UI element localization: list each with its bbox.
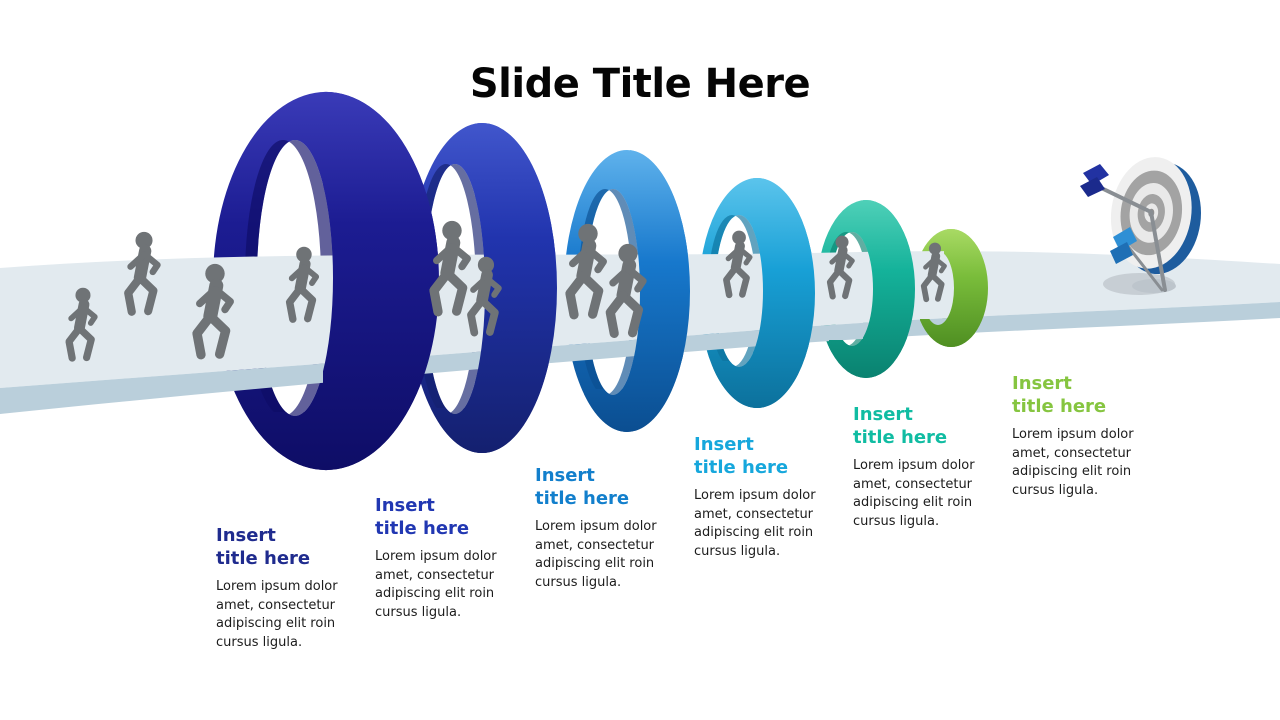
- arrow-fletching-dark: [1083, 164, 1109, 185]
- step-3-title: Insert title here: [535, 465, 630, 510]
- step-4: Insert title here Lorem ipsum dolor amet…: [694, 433, 846, 562]
- arrow-fletching-blue: [1110, 242, 1133, 264]
- step-4-title: Insert title here: [694, 434, 789, 479]
- step-6-body: Lorem ipsum dolor amet, consectetur adip…: [1012, 426, 1134, 499]
- step-4-body: Lorem ipsum dolor amet, consectetur adip…: [694, 487, 816, 560]
- target-icon: [1080, 157, 1202, 295]
- arrow-fletching-blue: [1113, 227, 1137, 251]
- step-2-title: Insert title here: [375, 495, 470, 540]
- step-1-title: Insert title here: [216, 525, 311, 570]
- step-3-body: Lorem ipsum dolor amet, consectetur adip…: [535, 518, 657, 591]
- arrow-fletching-dark: [1080, 177, 1105, 197]
- step-1: Insert title here Lorem ipsum dolor amet…: [216, 524, 368, 653]
- step-5-body: Lorem ipsum dolor amet, consectetur adip…: [853, 457, 975, 530]
- slide-title: Slide Title Here: [469, 60, 811, 107]
- step-6: Insert title here Lorem ipsum dolor amet…: [1012, 372, 1164, 501]
- step-5: Insert title here Lorem ipsum dolor amet…: [853, 403, 1005, 532]
- step-5-title: Insert title here: [853, 404, 948, 449]
- step-1-body: Lorem ipsum dolor amet, consectetur adip…: [216, 578, 338, 651]
- step-3: Insert title here Lorem ipsum dolor amet…: [535, 464, 687, 593]
- step-6-title: Insert title here: [1012, 373, 1107, 418]
- step-2: Insert title here Lorem ipsum dolor amet…: [375, 494, 527, 623]
- step-2-body: Lorem ipsum dolor amet, consectetur adip…: [375, 548, 497, 621]
